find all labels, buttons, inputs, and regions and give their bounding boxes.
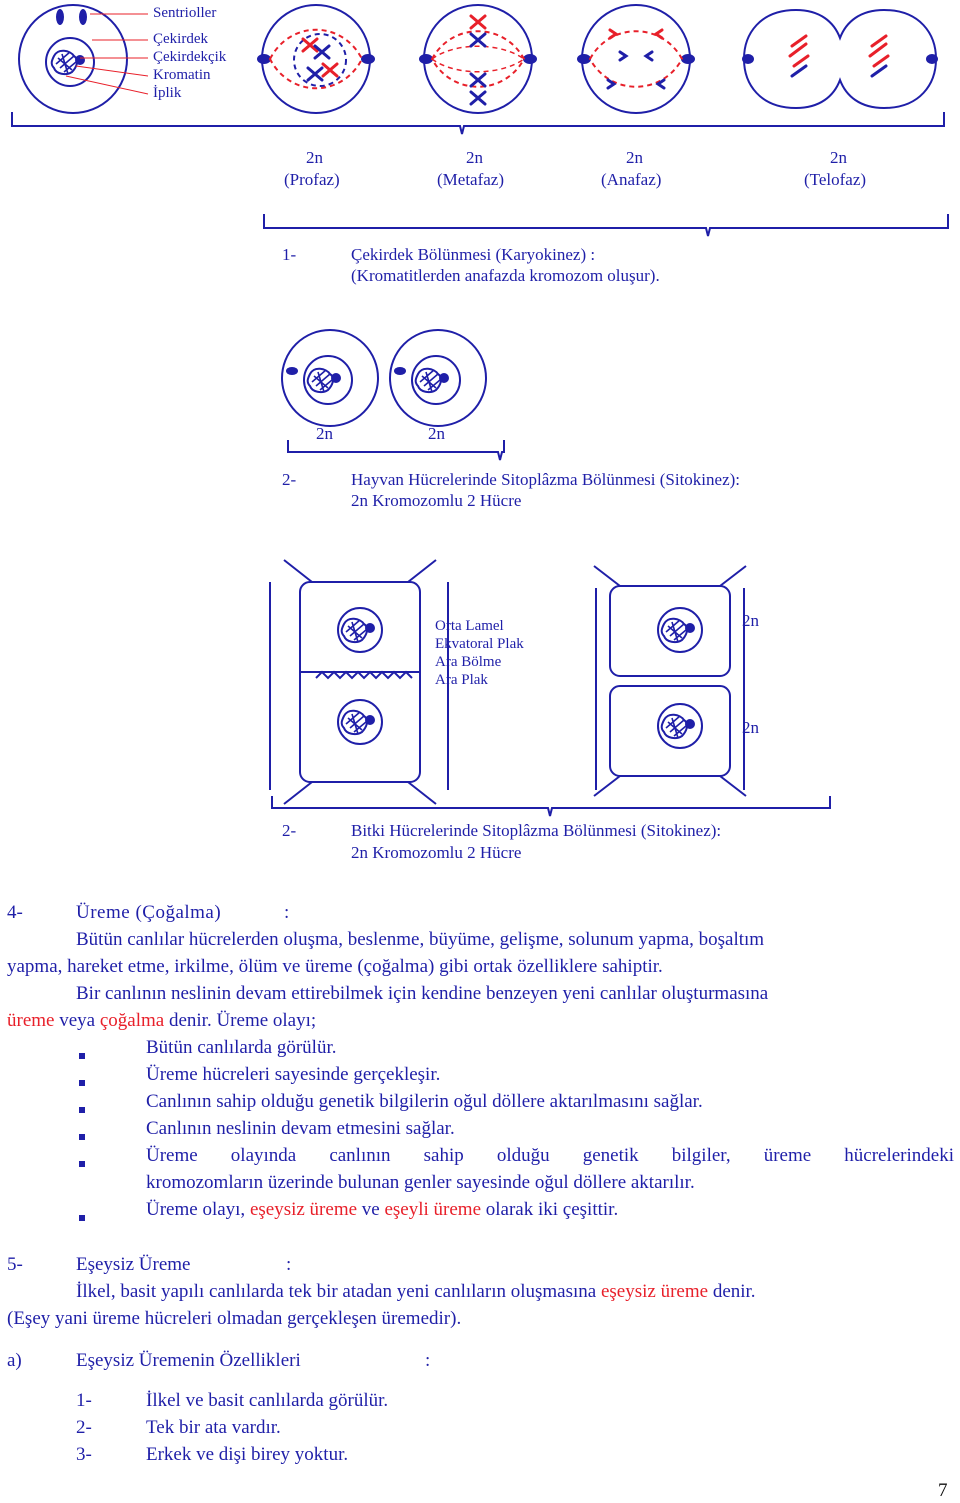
bullet-6: Üreme olayı, eşeysiz üreme ve eşeyli üre… [146, 1199, 619, 1220]
item-3-text: Erkek ve dişi birey yoktur. [146, 1444, 349, 1465]
label-iplik: İplik [153, 85, 182, 101]
caption2-line2: 2n Kromozomlu 2 Hücre [351, 491, 522, 510]
label-ara-bolme: Ara Bölme [435, 654, 502, 670]
label-cekirdek: Çekirdek [153, 31, 208, 47]
section5-title: Eşeysiz Üreme [76, 1254, 191, 1275]
bullet-5-line2: kromozomların üzerinde bulunan genler sa… [146, 1172, 695, 1193]
item-2-number: 2- [76, 1417, 92, 1438]
caption1-line2: (Kromatitlerden anafazda kromozom oluşur… [351, 266, 660, 285]
section4-p1-line1: Bütün canlılar hücrelerden oluşma, besle… [76, 929, 765, 950]
section5-line1: İlkel, basit yapılı canlılarda tek bir a… [76, 1281, 756, 1302]
section-a-colon: : [425, 1350, 431, 1371]
phase-ploidy-telofaz: 2n [830, 148, 847, 167]
animal-cell-2 [389, 329, 487, 427]
cell-division-figure [11, 4, 949, 817]
caption2-number: 2- [282, 470, 297, 489]
section4-p2-line1: Bir canlının neslinin devam ettirebilmek… [76, 983, 769, 1004]
item-1-number: 1- [76, 1390, 92, 1411]
section4-p1-line2: yapma, hareket etme, irkilme, ölüm ve ür… [7, 956, 663, 977]
label-kromatin: Kromatin [153, 67, 211, 83]
section4-p2-line2: üreme veya çoğalma denir. Üreme olayı; [7, 1010, 317, 1031]
label-sentrioller: Sentrioller [153, 5, 217, 21]
plant-cell-divided [593, 565, 747, 797]
plant-ploidy-bottom: 2n [742, 718, 759, 737]
caption1-number: 1- [282, 245, 297, 264]
term-eseyli-ureme: eşeyli üreme [384, 1199, 482, 1220]
caption2-line1: Hayvan Hücrelerinde Sitoplâzma Bölünmesi… [351, 470, 741, 489]
bullet-1: Bütün canlılarda görülür. [146, 1037, 337, 1058]
section4-title: Üreme (Çoğalma) [76, 902, 222, 923]
term-ureme: üreme [7, 1010, 55, 1031]
animal-ploidy-1: 2n [316, 424, 333, 443]
bullet-2: Üreme hücreleri sayesinde gerçekleşir. [146, 1064, 441, 1085]
phase-ploidy-metafaz: 2n [466, 148, 483, 167]
plant-cell-dividing [269, 559, 449, 805]
phase-name-metafaz: (Metafaz) [437, 170, 505, 189]
section5-colon: : [286, 1254, 292, 1275]
anafaz-cell [577, 4, 695, 114]
profaz-cell [18, 4, 149, 114]
section5-line2: (Eşey yani üreme hücreleri olmadan gerçe… [7, 1308, 462, 1329]
caption1-line1: Çekirdek Bölünmesi (Karyokinez) : [351, 245, 596, 264]
bullet-3: Canlının sahip olduğu genetik bilgilerin… [146, 1091, 703, 1112]
item-3-number: 3- [76, 1444, 92, 1465]
bullet-marker [79, 1154, 85, 1172]
caption3-number: 2- [282, 821, 297, 840]
label-orta-lamel: Orta Lamel [435, 618, 504, 634]
page-number: 7 [938, 1480, 948, 1501]
term-eseysiz-ureme-2: eşeysiz üreme [600, 1281, 709, 1302]
bullet-marker [79, 1127, 85, 1145]
label-ara-plak: Ara Plak [435, 672, 488, 688]
bullet-marker [79, 1100, 85, 1118]
bullet-marker [79, 1208, 85, 1226]
prometafaz-cell [257, 4, 375, 114]
animal-cell-1 [281, 329, 379, 427]
plant-ploidy-top: 2n [742, 611, 759, 630]
phase-name-profaz: (Profaz) [284, 170, 340, 189]
bullet-5-line1: Üreme olayında canlının sahip olduğu gen… [146, 1145, 954, 1166]
label-cekirdekcik: Çekirdekçik [153, 49, 227, 65]
section-a-number: a) [7, 1350, 22, 1371]
telofaz-cell [742, 8, 938, 110]
term-cogalma: çoğalma [99, 1010, 165, 1031]
caption3-line1: Bitki Hücrelerinde Sitoplâzma Bölünmesi … [351, 821, 722, 840]
label-ekvatoral-plak: Ekvatoral Plak [435, 636, 524, 652]
caption3-line2: 2n Kromozomlu 2 Hücre [351, 843, 522, 862]
item-1-text: İlkel ve basit canlılarda görülür. [146, 1390, 389, 1411]
phase-ploidy-anafaz: 2n [626, 148, 643, 167]
term-eseysiz-ureme: eşeysiz üreme [249, 1199, 358, 1220]
phase-name-telofaz: (Telofaz) [804, 170, 867, 189]
metafaz-cell [419, 4, 537, 114]
phase-ploidy-profaz: 2n [306, 148, 323, 167]
phase-name-anafaz: (Anafaz) [601, 170, 662, 189]
item-2-text: Tek bir ata vardır. [146, 1417, 281, 1438]
section4-number: 4- [7, 902, 23, 923]
section5-number: 5- [7, 1254, 23, 1275]
section4-colon: : [284, 902, 290, 923]
section-a-title: Eşeysiz Üremenin Özellikleri [76, 1350, 301, 1371]
animal-ploidy-2: 2n [428, 424, 445, 443]
bullet-4: Canlının neslinin devam etmesini sağlar. [146, 1118, 455, 1139]
bullet-marker [79, 1046, 85, 1064]
bullet-marker [79, 1073, 85, 1091]
